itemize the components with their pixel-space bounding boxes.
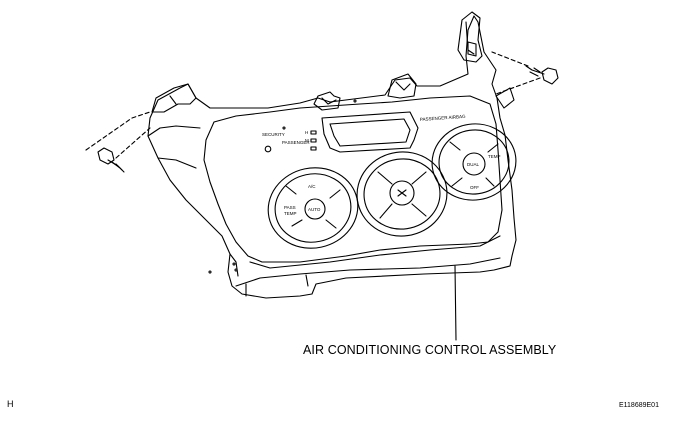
screw-right [525,65,559,85]
temp-right-text: TEMP [488,154,501,159]
indicator-l [310,146,317,151]
callout-label: AIR CONDITIONING CONTROL ASSEMBLY [303,343,557,357]
small-dot-b [234,268,238,272]
bracket-left [151,83,197,113]
tall-tab-inner [465,21,475,55]
temp-left-text: TEMP [284,211,297,216]
dashed-line-left [115,127,151,159]
auto-text: AUTO [308,207,321,212]
figure-code: E118689E01 [619,402,659,409]
knob-center-ring [363,158,441,230]
knob-left-arc [285,185,341,229]
display-window [321,111,419,153]
fan-icon [397,189,407,197]
m-text: M [305,138,309,143]
dual-text: DUAL [467,162,480,167]
bracket-center [313,91,341,111]
passenger-text: PASSENGER [282,140,310,145]
passenger-airbag-text: PASSENGER AIRBAG [420,114,466,122]
display-window-inner [329,118,411,147]
panel-face-outline [203,95,503,263]
left-side-edge [147,125,201,137]
small-dot-a [232,262,236,266]
left-side-edge-2 [157,157,197,169]
bracket-right-inner [395,81,411,91]
lower-recess [249,235,501,269]
dot-top [282,126,286,130]
knob-center-hub [389,180,415,206]
ac-text: A/C [308,184,316,189]
bracket-right [387,73,417,99]
pass-text: PASS [284,205,296,210]
security-text: SECURITY [262,132,285,137]
indicator-h [310,130,317,135]
knob-right-outer [431,123,517,201]
panel-outer-outline [147,15,517,299]
knob-center-dividers [377,171,427,219]
screw-left [97,147,125,173]
dashed-line-right-2 [495,77,541,95]
knob-left-ring [274,173,352,243]
lower-lip-3 [305,274,309,287]
knob-right-ring [438,129,510,195]
bracket-center-inner [321,97,337,105]
corner-mark: H [7,399,14,409]
dashed-line-right [491,51,529,67]
left-side-rib [229,253,239,277]
tall-tab-slot [467,41,477,57]
off-text: OFF [470,185,479,190]
security-light [264,145,272,153]
knob-center-outer [356,151,448,237]
dot-top-2 [353,99,357,103]
knob-right-center [462,152,486,176]
small-dot-c [208,270,212,274]
dashed-line-left-2 [85,111,151,151]
knob-left-center [304,198,326,220]
leader-line [454,265,457,341]
knob-right-arc [449,141,499,187]
indicator-m [310,138,317,143]
bracket-left-inner [169,95,177,105]
tall-tab [457,11,483,63]
lower-lip [235,257,501,287]
h-text: H [305,130,308,135]
